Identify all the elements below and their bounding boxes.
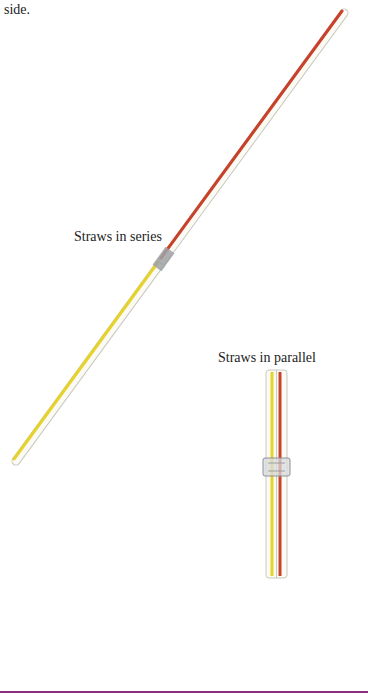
caption-fragment: side.	[4, 2, 30, 19]
rule-line	[0, 691, 368, 693]
series-label: Straws in series	[74, 229, 162, 246]
series-straws	[14, 11, 344, 461]
parallel-label: Straws in parallel	[218, 350, 316, 367]
parallel-straws	[263, 370, 290, 578]
